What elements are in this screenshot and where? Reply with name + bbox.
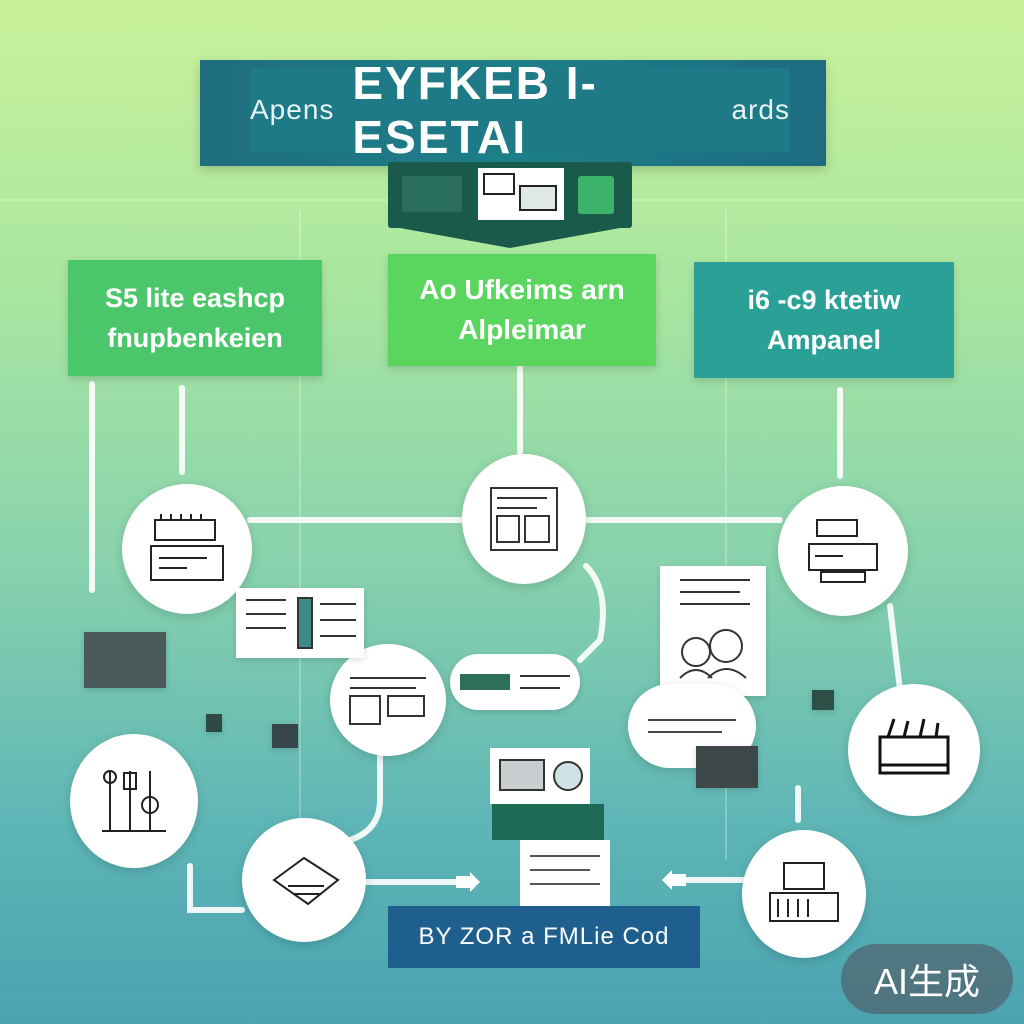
box-left-line1: S5 lite eashcp bbox=[104, 283, 286, 313]
node-circle-left bbox=[70, 734, 198, 868]
workstation-sketch-icon bbox=[769, 862, 839, 922]
arrow-left bbox=[662, 870, 686, 890]
machine-sketch-icon bbox=[150, 514, 224, 581]
card-form-left bbox=[236, 588, 364, 658]
form-sketch-icon bbox=[246, 597, 356, 649]
node-circle-top-center bbox=[462, 454, 586, 584]
box-center: Ao Ufkeims arn Alpleimar bbox=[388, 254, 656, 366]
banner-left-text: Apens bbox=[250, 94, 335, 125]
device-panel-icon bbox=[402, 168, 614, 220]
text-lines-icon bbox=[648, 719, 736, 733]
chip-right bbox=[696, 746, 758, 788]
node-circle-right bbox=[848, 684, 980, 816]
chip-small-right bbox=[812, 690, 834, 710]
node-circle-bottom-right bbox=[742, 830, 866, 958]
footer-label: BY ZOR a FMLie Cod bbox=[388, 906, 700, 968]
box-left: S5 lite eashcp fnupbenkeien bbox=[68, 260, 322, 376]
node-circle-top-right bbox=[778, 486, 908, 616]
box-center-line2: Alpleimar bbox=[458, 314, 586, 345]
header-banner-text: Apens EYFKEB I-ESETAI ards bbox=[250, 57, 790, 163]
ai-generated-badge: AI生成 bbox=[841, 944, 1013, 1014]
node-circle-middle bbox=[330, 644, 446, 756]
central-machine-icon bbox=[490, 748, 610, 906]
device-strip-icon bbox=[460, 674, 570, 690]
card-machine-center bbox=[490, 748, 614, 908]
header-badge bbox=[388, 162, 632, 248]
card-device-center bbox=[450, 654, 580, 710]
chip-small-center bbox=[272, 724, 298, 748]
arrow-right bbox=[456, 872, 480, 892]
box-right-line2: Ampanel bbox=[766, 325, 882, 355]
chip-small-left bbox=[206, 714, 222, 732]
document-sketch-icon bbox=[490, 487, 558, 551]
node-circle-bottom-left bbox=[242, 818, 366, 942]
equipment-sketch-icon bbox=[878, 718, 950, 775]
box-right: i6 -c9 ktetiw Ampanel bbox=[694, 262, 954, 378]
paper-stack-icon bbox=[272, 856, 340, 906]
box-right-line1: i6 -c9 ktetiw bbox=[747, 285, 901, 315]
chip-left bbox=[84, 632, 166, 688]
card-sketch-right bbox=[660, 566, 766, 696]
people-sketch-icon bbox=[679, 579, 750, 679]
banner-title: EYFKEB I-ESETAI bbox=[352, 57, 598, 163]
box-center-line1: Ao Ufkeims arn bbox=[419, 274, 625, 305]
report-sketch-icon bbox=[349, 677, 426, 725]
node-circle-top-left bbox=[122, 484, 252, 614]
box-left-line2: fnupbenkeien bbox=[107, 323, 283, 353]
printer-sketch-icon bbox=[808, 519, 878, 583]
banner-right-text: ards bbox=[731, 94, 790, 125]
tools-sketch-icon bbox=[102, 770, 166, 832]
